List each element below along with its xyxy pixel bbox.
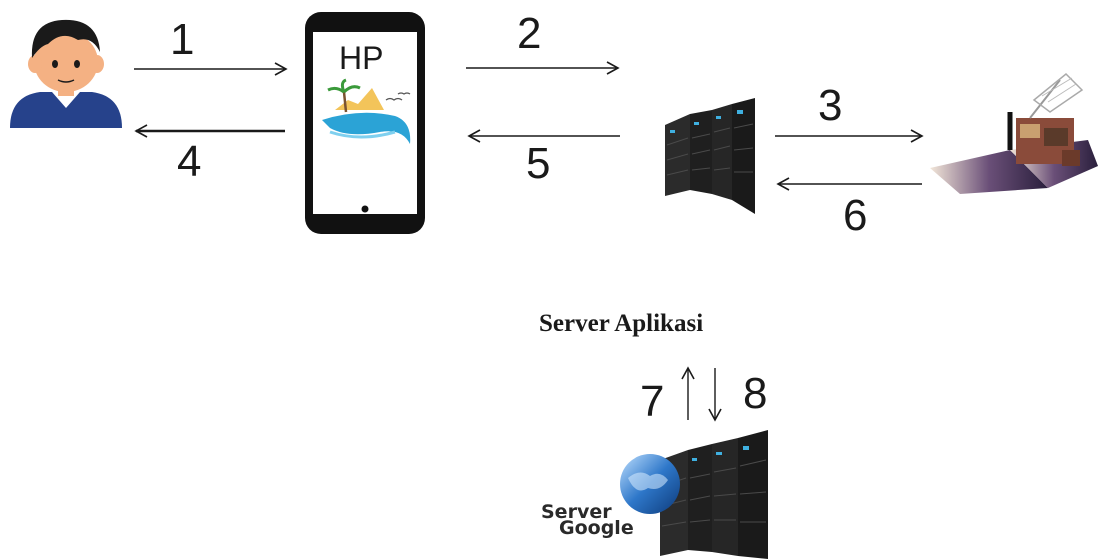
- step-2-label: 2: [517, 9, 542, 58]
- user-icon: [10, 19, 122, 128]
- server-aplikasi-label: Server Aplikasi: [539, 310, 704, 337]
- phone-label: HP: [339, 40, 384, 76]
- server-google-label: Server Google: [541, 501, 634, 539]
- server-google-icon: [620, 430, 768, 559]
- step-7-label: 7: [640, 377, 665, 426]
- step-1-label: 1: [170, 15, 195, 64]
- step-3-label: 3: [818, 81, 843, 130]
- satellite-icon: [930, 72, 1098, 194]
- step-5-label: 5: [526, 139, 551, 188]
- server-google-label-line1: Server: [541, 501, 612, 523]
- server-aplikasi-icon: [665, 98, 755, 214]
- step-4-label: 4: [177, 137, 202, 186]
- server-google-label-line2: Google: [559, 517, 634, 539]
- step-6-label: 6: [843, 191, 868, 240]
- step-8-label: 8: [743, 369, 768, 418]
- phone-icon: [305, 12, 425, 234]
